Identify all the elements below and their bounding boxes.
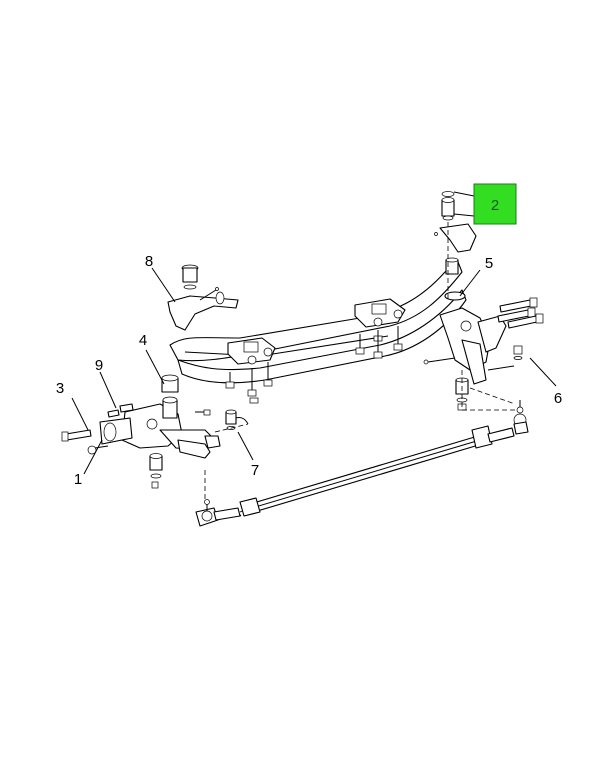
u-bolt-nuts bbox=[225, 326, 403, 404]
callout-2[interactable]: 2 bbox=[491, 197, 499, 214]
left-fasteners bbox=[61, 403, 211, 455]
left-steering-arm bbox=[167, 264, 239, 331]
tie-rod-assembly bbox=[195, 400, 529, 527]
callout-8[interactable]: 8 bbox=[145, 253, 153, 270]
left-king-pin-stack bbox=[149, 374, 179, 489]
spring-pad-left bbox=[227, 337, 276, 365]
axle-beam bbox=[169, 261, 467, 384]
callout-6[interactable]: 6 bbox=[554, 390, 562, 407]
right-steering-knuckle bbox=[439, 307, 507, 385]
callout-4[interactable]: 4 bbox=[139, 332, 147, 349]
callout-leaders bbox=[71, 191, 557, 475]
spring-pad-right bbox=[354, 298, 406, 328]
callout-9[interactable]: 9 bbox=[95, 357, 103, 374]
callout-1[interactable]: 1 bbox=[74, 471, 82, 488]
callout-5[interactable]: 5 bbox=[485, 255, 493, 272]
right-fasteners bbox=[423, 297, 544, 371]
callout-3[interactable]: 3 bbox=[56, 380, 64, 397]
highlight-box-part-2[interactable] bbox=[473, 183, 517, 225]
pitman-bracket bbox=[225, 409, 249, 430]
callout-7[interactable]: 7 bbox=[251, 462, 259, 479]
left-tie-rod-arm bbox=[177, 439, 211, 459]
